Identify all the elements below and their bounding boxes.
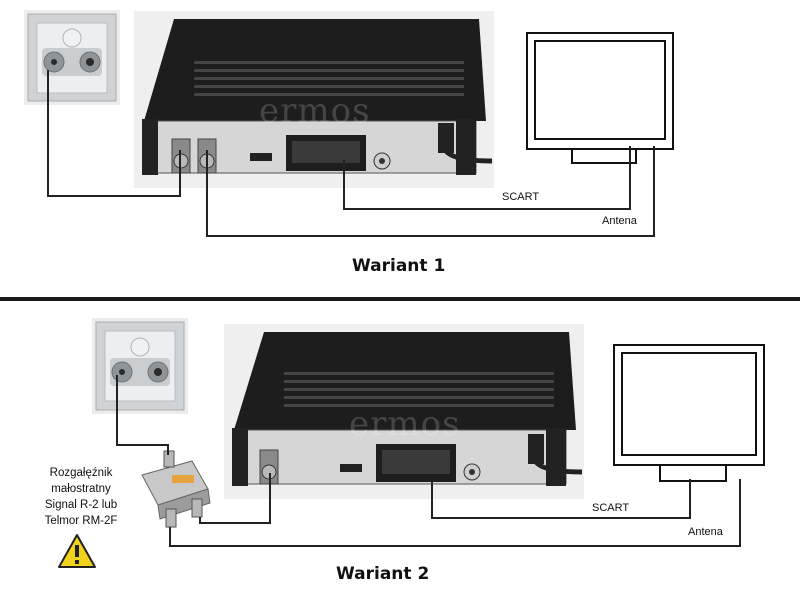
cables-variant1	[47, 70, 655, 237]
warning-icon	[58, 534, 96, 568]
cables-variant2	[116, 375, 741, 547]
splitter-caption-line: małostratny	[51, 483, 111, 495]
receiver-photo-1: ermos	[134, 11, 494, 188]
section-divider	[0, 297, 800, 301]
set-top-box-rear-icon	[224, 324, 584, 499]
scart-label-2: SCART	[592, 502, 630, 514]
wall-socket-photo-2	[92, 318, 188, 414]
antenna-label-1: Antena	[602, 215, 637, 227]
tv-monitor-icon-2	[613, 344, 765, 482]
splitter-caption: Rozgałęźnik małostratny Signal R-2 lub T…	[30, 465, 132, 529]
receiver-photo-2: ermos	[224, 324, 584, 499]
wall-socket-photo-1	[24, 10, 120, 105]
variant2-diagram: ermos Rozgałęźnik małostratny Signal R-2…	[0, 305, 800, 600]
splitter-caption-line: Signal R-2 lub	[44, 499, 118, 511]
splitter-caption-line: Rozgałęźnik	[49, 467, 113, 479]
scart-label-1: SCART	[502, 191, 540, 203]
splitter-icon	[141, 450, 211, 528]
set-top-box-rear-icon	[134, 11, 494, 188]
variant1-diagram: ermos SCART Antena Wariant 1	[0, 0, 800, 290]
variant1-title: Wariant 1	[352, 256, 446, 276]
variant2-title: Wariant 2	[336, 564, 430, 584]
watermark-2: ermos	[349, 404, 461, 444]
watermark-1: ermos	[259, 91, 371, 131]
wall-socket-icon	[27, 13, 117, 102]
antenna-label-2: Antena	[688, 526, 723, 538]
splitter-caption-line: Telmor RM-2F	[44, 515, 118, 527]
tv-monitor-icon-1	[526, 32, 674, 164]
